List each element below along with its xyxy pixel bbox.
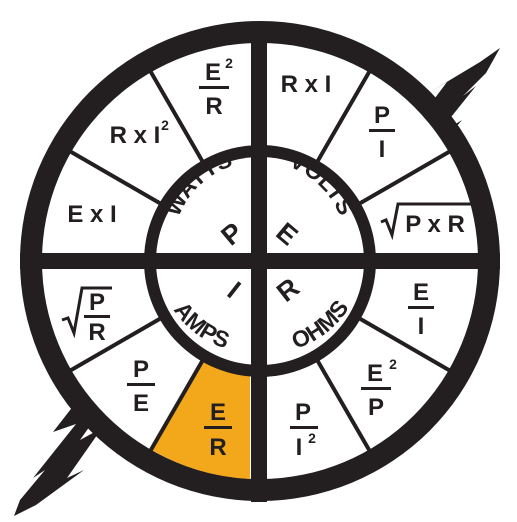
formula-e-times-i: E x I [67, 201, 116, 228]
svg-text:E x I: E x I [67, 201, 116, 228]
wedge-divider-line [68, 314, 166, 373]
svg-text:P: P [89, 289, 105, 316]
formula-e-squared-over-p: E 2 P [361, 356, 397, 421]
svg-text:E: E [133, 390, 149, 417]
formula-e-over-r: E R [204, 399, 232, 461]
wedge-dividers [68, 69, 452, 453]
svg-text:E: E [413, 279, 429, 306]
wedge-divider-line [68, 149, 166, 208]
formula-e-over-i: E I [408, 279, 434, 340]
svg-text:2: 2 [161, 117, 169, 133]
svg-text:2: 2 [389, 356, 397, 372]
svg-text:P: P [133, 356, 149, 383]
svg-text:I: I [418, 313, 425, 340]
formula-sqrt-p-over-r: P R [61, 286, 112, 346]
formula-r-times-i: R x I [281, 71, 332, 98]
wedge-divider-line [313, 69, 372, 167]
svg-text:2: 2 [308, 430, 316, 446]
wedge-divider-line [148, 69, 207, 167]
highlighted-wedge-e-over-r [150, 351, 250, 479]
wedge-divider-line [313, 355, 372, 453]
formula-p-over-i: P I [369, 102, 395, 163]
svg-text:R: R [209, 434, 226, 461]
formula-r-times-i-squared: R x I 2 [110, 117, 169, 149]
svg-text:E: E [210, 399, 226, 426]
wedge-divider-line [354, 149, 452, 208]
svg-text:R x I: R x I [281, 71, 332, 98]
formula-e-squared-over-r: E 2 R [199, 55, 233, 120]
wedge-divider-line [148, 355, 207, 453]
formula-p-over-e: P E [127, 356, 155, 417]
svg-text:I: I [296, 434, 303, 461]
svg-text:E: E [205, 59, 221, 86]
formula-sqrt-p-times-r: P x R [380, 202, 472, 241]
svg-text:P x R: P x R [405, 211, 465, 238]
svg-text:I: I [379, 136, 386, 163]
svg-text:R: R [88, 319, 105, 346]
svg-text:P: P [368, 394, 384, 421]
formula-p-over-i-squared: P I 2 [290, 399, 318, 461]
svg-text:R x I: R x I [110, 122, 161, 149]
hub-horizontal-divider [150, 253, 370, 269]
svg-text:R: R [205, 93, 222, 120]
svg-text:P: P [295, 399, 311, 426]
svg-text:P: P [374, 102, 390, 129]
svg-text:E: E [367, 360, 383, 387]
svg-text:2: 2 [225, 55, 233, 71]
wedge-divider-line [354, 314, 452, 373]
